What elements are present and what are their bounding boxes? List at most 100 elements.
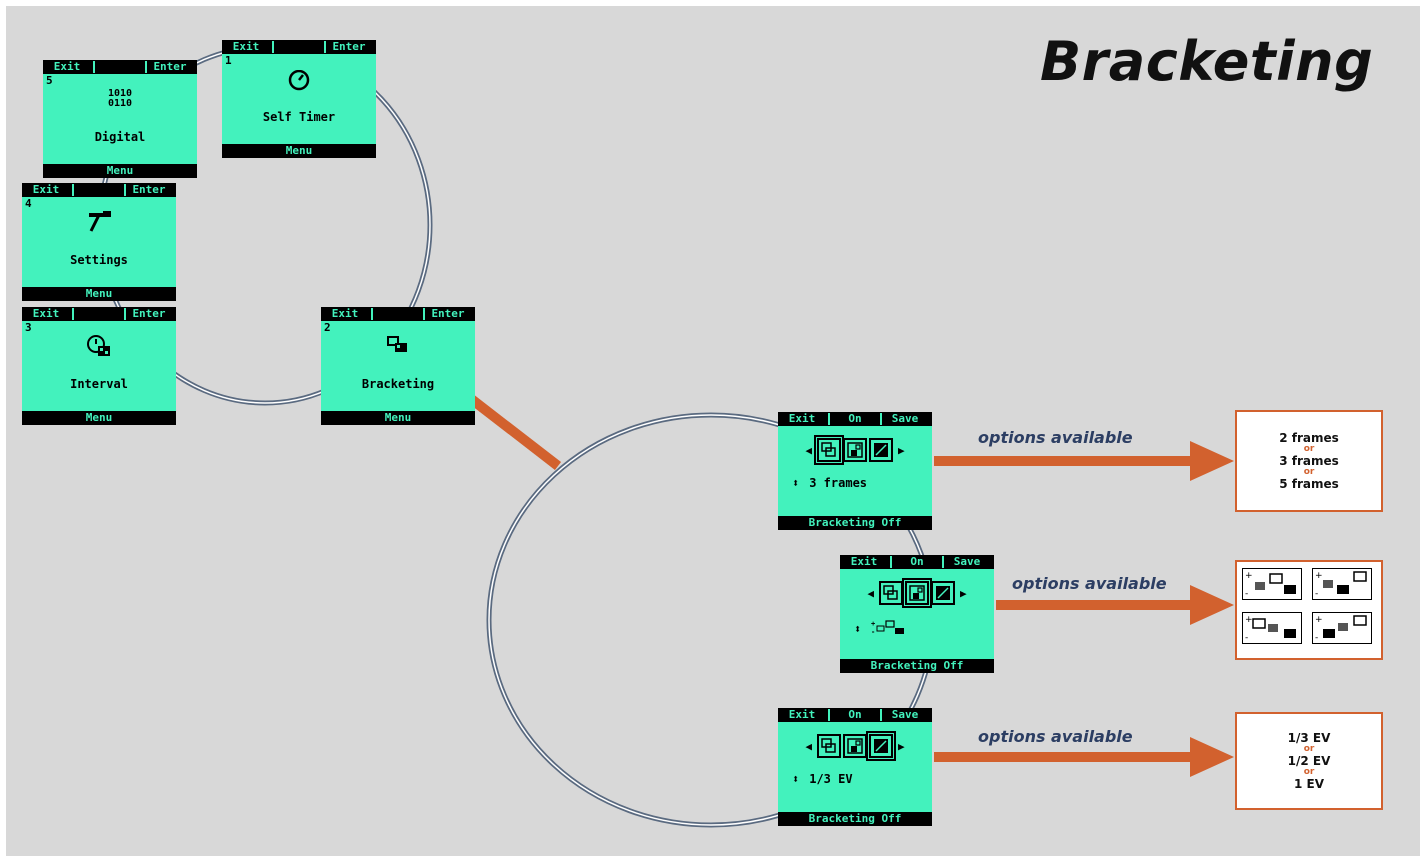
exit-softkey[interactable]: Exit (32, 307, 60, 320)
sub-screen-frames[interactable]: Exit On Save ◀ ▶ ⬍ 3 frames Bracketing O… (778, 412, 932, 530)
softkey-divider (124, 184, 126, 196)
ev-option: 1 EV (1293, 777, 1324, 791)
options-arrow-frames (934, 441, 1234, 481)
save-softkey[interactable]: Save (953, 555, 981, 568)
up-down-arrows-icon: ⬍ (854, 621, 862, 636)
exit-softkey[interactable]: Exit (232, 40, 260, 53)
menu-screen-interval[interactable]: Exit Enter 3 Interval Menu (22, 307, 176, 425)
options-available-label: options available (1012, 574, 1167, 593)
softkey-divider (324, 41, 326, 53)
ev-step-mode-icon[interactable] (869, 438, 893, 462)
exit-softkey[interactable]: Exit (331, 307, 359, 320)
right-arrow-icon[interactable]: ▶ (960, 586, 967, 600)
menu-softkey[interactable]: Menu (222, 144, 376, 158)
bracketing-status[interactable]: Bracketing Off (840, 659, 994, 673)
softkey-divider (880, 413, 882, 425)
softkey-divider (880, 709, 882, 721)
on-softkey[interactable]: On (848, 708, 862, 721)
exit-softkey[interactable]: Exit (788, 708, 816, 721)
option-value-row[interactable]: ⬍ + - (854, 619, 905, 638)
save-softkey[interactable]: Save (891, 708, 919, 721)
sequence-options-box: + - + - + - + - (1235, 560, 1383, 660)
option-value-row[interactable]: ⬍ 1/3 EV (792, 772, 853, 786)
ev-step-mode-icon[interactable] (931, 581, 955, 605)
plus-sign: + (1245, 571, 1253, 581)
frames-options-box: 2 frames or 3 frames or 5 frames (1235, 410, 1383, 512)
frames-option: 2 frames (1279, 431, 1339, 445)
left-arrow-icon[interactable]: ◀ (867, 586, 874, 600)
minus-sign: - (1245, 589, 1248, 598)
timer-icon (222, 62, 376, 96)
enter-softkey[interactable]: Enter (132, 183, 166, 196)
plus-sign: + (1245, 615, 1253, 625)
menu-number: 4 (25, 197, 32, 210)
up-down-arrows-icon: ⬍ (792, 476, 800, 490)
right-arrow-icon[interactable]: ▶ (898, 739, 905, 753)
menu-screen-settings[interactable]: Exit Enter 4 Settings Menu (22, 183, 176, 301)
bracketing-mode-selector[interactable]: ◀ ▶ (778, 435, 932, 465)
menu-screen-bracketing[interactable]: Exit Enter 2 Bracketing Menu (321, 307, 475, 425)
ev-options-box: 1/3 EV or 1/2 EV or 1 EV (1235, 712, 1383, 810)
enter-softkey[interactable]: Enter (332, 40, 366, 53)
frames-mode-icon[interactable] (879, 581, 903, 605)
sequence-option-4: + - (1312, 612, 1372, 644)
minus-sign: - (1315, 633, 1318, 642)
left-arrow-icon[interactable]: ◀ (805, 739, 812, 753)
ev-step-mode-icon[interactable] (866, 731, 896, 761)
minus-sign: - (1245, 633, 1248, 642)
softkey-bar (778, 708, 932, 722)
sub-screen-ev[interactable]: Exit On Save ◀ ▶ ⬍ 1/3 EV Bracketing Off (778, 708, 932, 826)
on-softkey[interactable]: On (910, 555, 924, 568)
menu-softkey[interactable]: Menu (43, 164, 197, 178)
exit-softkey[interactable]: Exit (32, 183, 60, 196)
menu-softkey[interactable]: Menu (22, 287, 176, 301)
sub-screen-sequence[interactable]: Exit On Save ◀ ▶ ⬍ + - Bracketing Off (840, 555, 994, 673)
softkey-bar (840, 555, 994, 569)
menu-number: 5 (46, 74, 53, 87)
save-softkey[interactable]: Save (891, 412, 919, 425)
menu-label: Bracketing (361, 377, 435, 391)
softkey-divider (890, 556, 892, 568)
right-arrow-icon[interactable]: ▶ (898, 443, 905, 457)
sequence-mode-icon[interactable] (843, 734, 867, 758)
bracketing-connector (466, 394, 562, 470)
softkey-bar (222, 40, 376, 54)
softkey-divider (124, 308, 126, 320)
enter-softkey[interactable]: Enter (132, 307, 166, 320)
sequence-mode-icon[interactable] (843, 438, 867, 462)
frames-mode-icon[interactable] (817, 734, 841, 758)
exit-softkey[interactable]: Exit (788, 412, 816, 425)
menu-softkey[interactable]: Menu (321, 411, 475, 425)
menu-screen-digital[interactable]: Exit Enter 5 1010 0110 Digital Menu (43, 60, 197, 178)
menu-screen-self-timer[interactable]: Exit Enter 1 Self Timer Menu (222, 40, 376, 158)
bracketing-status[interactable]: Bracketing Off (778, 812, 932, 826)
svg-text:-: - (871, 628, 875, 635)
option-value: 1/3 EV (809, 772, 853, 786)
bracketing-status[interactable]: Bracketing Off (778, 516, 932, 530)
menu-softkey[interactable]: Menu (22, 411, 176, 425)
menu-number: 3 (25, 321, 32, 334)
exit-softkey[interactable]: Exit (53, 60, 81, 73)
softkey-bar (22, 183, 176, 197)
softkey-divider (145, 61, 147, 73)
menu-number: 2 (324, 321, 331, 334)
ev-option: 1/2 EV (1287, 754, 1331, 768)
softkey-divider (72, 184, 74, 196)
bracketing-mode-selector[interactable]: ◀ ▶ (778, 731, 932, 761)
menu-number: 1 (225, 54, 232, 67)
enter-softkey[interactable]: Enter (431, 307, 465, 320)
enter-softkey[interactable]: Enter (153, 60, 187, 73)
frames-mode-icon[interactable] (814, 435, 844, 465)
plus-sign: + (1315, 615, 1323, 625)
sequence-mode-icon[interactable] (902, 578, 932, 608)
exit-softkey[interactable]: Exit (850, 555, 878, 568)
softkey-divider (72, 308, 74, 320)
left-arrow-icon[interactable]: ◀ (805, 443, 812, 457)
minus-sign: - (1315, 589, 1318, 598)
option-value-row[interactable]: ⬍ 3 frames (792, 476, 867, 490)
on-softkey[interactable]: On (848, 412, 862, 425)
frames-option: 3 frames (1279, 454, 1339, 468)
bracketing-mode-selector[interactable]: ◀ ▶ (840, 578, 994, 608)
page-title: Bracketing (1040, 30, 1374, 93)
